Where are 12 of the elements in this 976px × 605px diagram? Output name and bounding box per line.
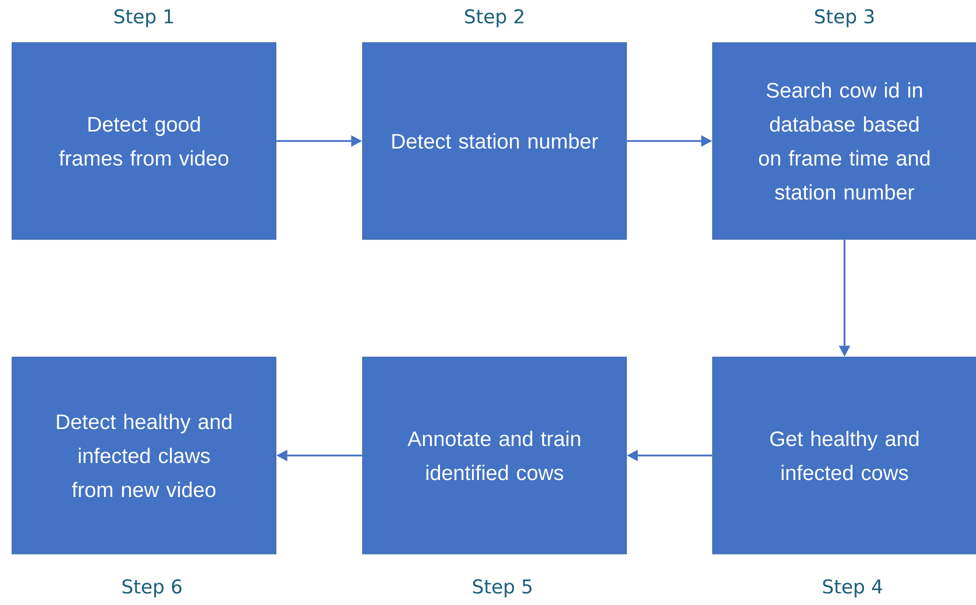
process-box: Detect good frames from video xyxy=(12,42,276,240)
process-box: Search cow id in database based on frame time and station number xyxy=(712,42,976,240)
process-box: Get healthy and infected cows xyxy=(712,356,976,554)
step-label: Step 3 xyxy=(815,9,874,28)
step-label: Step 6 xyxy=(122,579,182,598)
step-label: Step 4 xyxy=(823,579,882,598)
step-label: Step 2 xyxy=(465,9,524,28)
step-label: Step 5 xyxy=(473,579,532,598)
process-box: Detect station number xyxy=(362,42,627,240)
process-box: Detect healthy and infected claws from new video xyxy=(12,356,276,554)
step-label: Step 1 xyxy=(114,9,173,28)
process-box: Annotate and train identified cows xyxy=(362,356,627,554)
